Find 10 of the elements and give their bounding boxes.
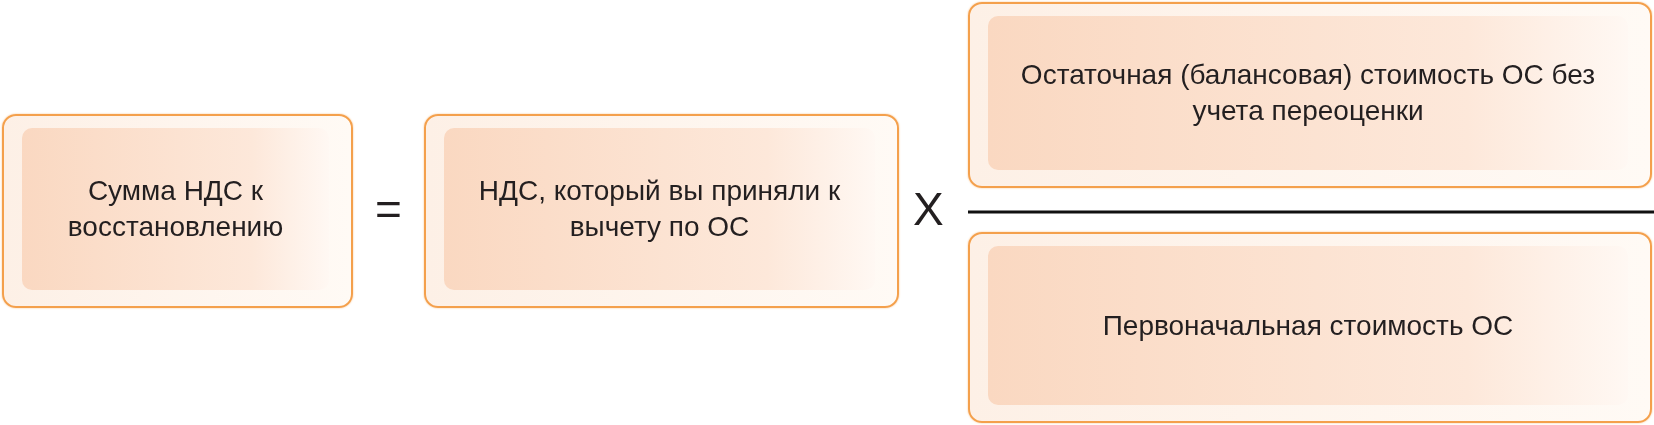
formula-term: Сумма НДС к восстановлению [66,174,285,244]
formula-term: Первоначальная стоимость ОС [1101,308,1515,343]
formula-box [968,232,1652,423]
formula-box [968,2,1652,188]
math-operator: Х [913,186,944,232]
formula-term: НДС, который вы приняли к вычету по ОС [477,174,842,244]
math-operator: = [375,186,402,232]
formula-box [424,114,899,308]
formula-term: Остаточная (балансовая) стоимость ОС без учета переоценки [1019,58,1597,128]
formula-box [2,114,353,308]
